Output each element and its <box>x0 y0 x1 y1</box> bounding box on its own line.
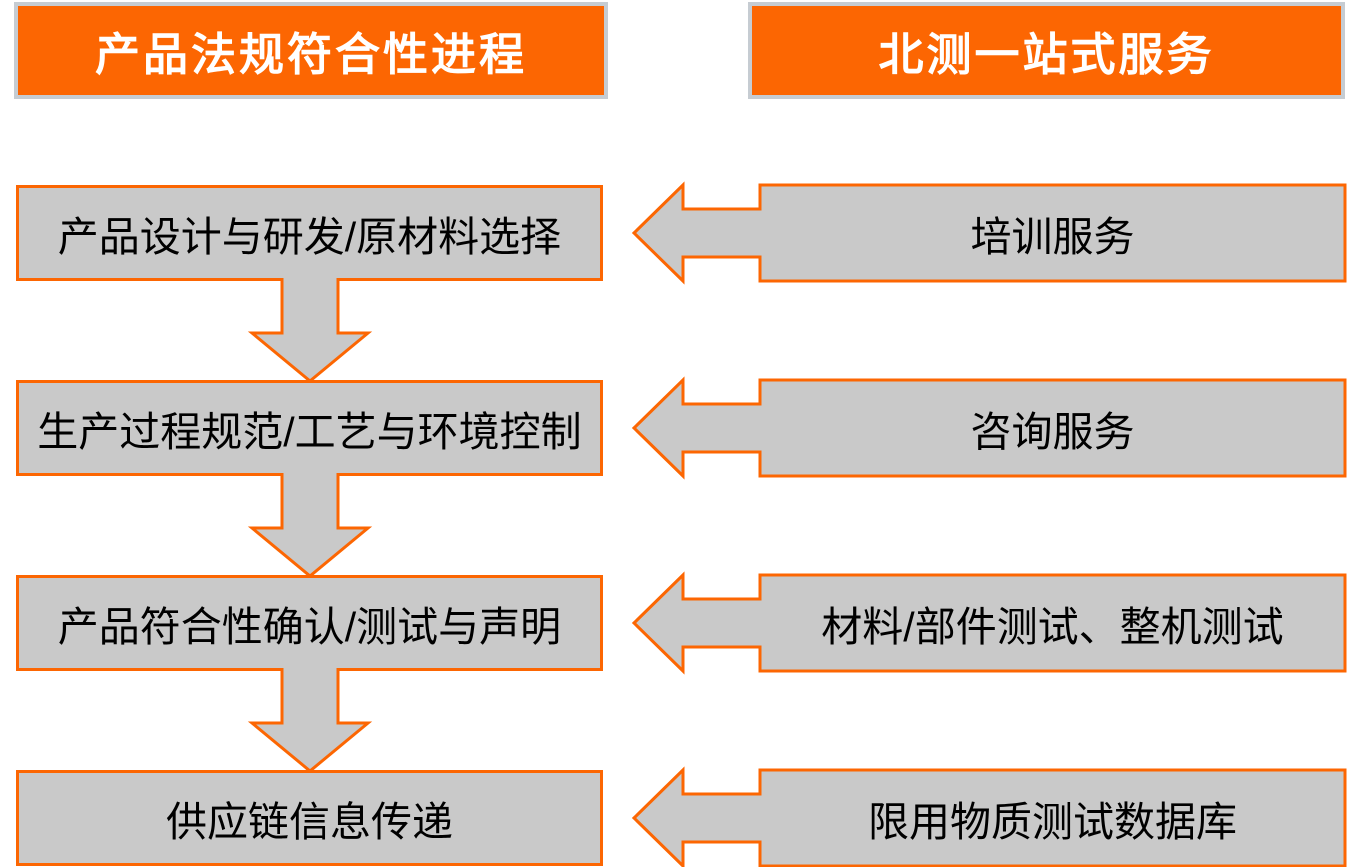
services-column-header-label: 北测一站式服务 <box>878 30 1215 80</box>
down-arrow-icon-1 <box>247 278 373 383</box>
service-item-1: 培训服务 <box>760 185 1345 281</box>
process-step-label: 产品符合性确认/测试与声明 <box>57 604 562 650</box>
service-item-2: 咨询服务 <box>760 380 1345 476</box>
services-column-header: 北测一站式服务 <box>748 2 1345 99</box>
process-step-label: 产品设计与研发/原材料选择 <box>57 214 562 260</box>
down-arrow-icon-3 <box>247 668 373 773</box>
process-step-box-1: 产品设计与研发/原材料选择 <box>16 185 603 281</box>
service-item-label: 咨询服务 <box>970 409 1135 455</box>
process-column-header: 产品法规符合性进程 <box>14 2 608 99</box>
process-step-box-3: 产品符合性确认/测试与声明 <box>16 575 603 671</box>
process-step-label: 生产过程规范/工艺与环境控制 <box>37 409 582 455</box>
down-arrow-icon-2 <box>247 473 373 578</box>
service-item-label: 材料/部件测试、整机测试 <box>821 604 1284 650</box>
process-step-box-4: 供应链信息传递 <box>16 770 603 866</box>
process-step-box-2: 生产过程规范/工艺与环境控制 <box>16 380 603 476</box>
process-step-label: 供应链信息传递 <box>166 799 453 845</box>
service-item-4: 限用物质测试数据库 <box>760 770 1345 866</box>
service-item-3: 材料/部件测试、整机测试 <box>760 575 1345 671</box>
service-item-label: 限用物质测试数据库 <box>868 799 1237 845</box>
service-item-label: 培训服务 <box>970 214 1135 260</box>
process-column-header-label: 产品法规符合性进程 <box>94 30 527 80</box>
